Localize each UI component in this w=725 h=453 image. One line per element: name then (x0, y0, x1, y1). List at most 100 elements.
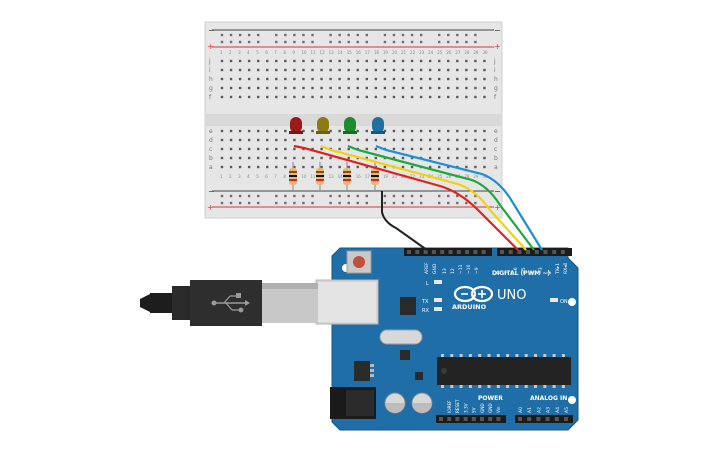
terminal-hole[interactable] (302, 68, 305, 72)
rail-hole[interactable] (238, 201, 242, 205)
header-pin[interactable] (448, 250, 453, 254)
terminal-hole[interactable] (447, 86, 450, 90)
terminal-hole[interactable] (311, 68, 314, 72)
rail-hole[interactable] (456, 201, 459, 205)
usb-cable[interactable] (140, 280, 318, 326)
terminal-hole[interactable] (383, 68, 387, 72)
terminal-hole[interactable] (229, 138, 233, 142)
terminal-hole[interactable] (275, 138, 278, 142)
header-pin[interactable] (415, 250, 420, 254)
rail-hole[interactable] (275, 40, 278, 44)
terminal-hole[interactable] (320, 77, 323, 81)
rail-hole[interactable] (347, 40, 350, 44)
terminal-hole[interactable] (428, 86, 432, 90)
terminal-hole[interactable] (483, 86, 486, 90)
terminal-hole[interactable] (275, 165, 278, 169)
terminal-hole[interactable] (284, 129, 287, 133)
terminal-hole[interactable] (392, 77, 396, 81)
terminal-hole[interactable] (329, 95, 332, 99)
terminal-hole[interactable] (410, 68, 414, 72)
rail-hole[interactable] (465, 33, 468, 37)
terminal-hole[interactable] (374, 59, 378, 63)
terminal-hole[interactable] (401, 68, 405, 72)
rail-hole[interactable] (229, 194, 233, 198)
terminal-hole[interactable] (383, 77, 387, 81)
terminal-hole[interactable] (383, 165, 387, 169)
terminal-hole[interactable] (438, 165, 441, 169)
terminal-hole[interactable] (410, 156, 414, 160)
terminal-hole[interactable] (347, 156, 350, 160)
terminal-hole[interactable] (347, 138, 350, 142)
rail-hole[interactable] (365, 201, 368, 205)
terminal-hole[interactable] (483, 165, 486, 169)
rail-hole[interactable] (275, 194, 278, 198)
terminal-hole[interactable] (410, 138, 414, 142)
terminal-hole[interactable] (447, 68, 450, 72)
rail-hole[interactable] (220, 194, 224, 198)
terminal-hole[interactable] (356, 59, 359, 63)
header-pin[interactable] (517, 250, 522, 254)
rail-hole[interactable] (329, 40, 332, 44)
terminal-hole[interactable] (293, 156, 296, 160)
terminal-hole[interactable] (392, 129, 396, 133)
header-pin[interactable] (564, 417, 568, 421)
terminal-hole[interactable] (229, 129, 233, 133)
terminal-hole[interactable] (428, 77, 432, 81)
terminal-hole[interactable] (311, 138, 314, 142)
terminal-hole[interactable] (365, 86, 368, 90)
resistor-4[interactable] (371, 162, 379, 190)
terminal-hole[interactable] (247, 138, 251, 142)
header-pin[interactable] (545, 417, 550, 421)
terminal-hole[interactable] (220, 156, 224, 160)
terminal-hole[interactable] (474, 95, 477, 99)
terminal-hole[interactable] (456, 147, 459, 151)
terminal-hole[interactable] (419, 95, 423, 99)
terminal-hole[interactable] (311, 77, 314, 81)
rail-hole[interactable] (220, 40, 224, 44)
rail-hole[interactable] (447, 194, 450, 198)
terminal-hole[interactable] (338, 147, 341, 151)
terminal-hole[interactable] (438, 86, 441, 90)
wires[interactable] (293, 144, 543, 251)
terminal-hole[interactable] (347, 165, 350, 169)
terminal-hole[interactable] (483, 68, 486, 72)
resistor-3[interactable] (343, 162, 351, 190)
terminal-hole[interactable] (338, 129, 341, 133)
rail-hole[interactable] (438, 201, 441, 205)
terminal-hole[interactable] (410, 86, 414, 90)
terminal-hole[interactable] (329, 68, 332, 72)
rail-hole[interactable] (401, 40, 405, 44)
terminal-hole[interactable] (238, 59, 242, 63)
terminal-hole[interactable] (447, 147, 450, 151)
terminal-hole[interactable] (338, 86, 341, 90)
terminal-hole[interactable] (238, 138, 242, 142)
rail-hole[interactable] (438, 40, 441, 44)
header-pin[interactable] (534, 250, 539, 254)
terminal-hole[interactable] (428, 68, 432, 72)
terminal-hole[interactable] (465, 165, 468, 169)
terminal-hole[interactable] (338, 95, 341, 99)
rail-hole[interactable] (438, 194, 441, 198)
terminal-hole[interactable] (284, 165, 287, 169)
rail-hole[interactable] (311, 194, 314, 198)
terminal-hole[interactable] (266, 68, 269, 72)
rail-hole[interactable] (392, 33, 396, 37)
terminal-hole[interactable] (374, 68, 378, 72)
terminal-hole[interactable] (401, 129, 405, 133)
terminal-hole[interactable] (247, 77, 251, 81)
rail-hole[interactable] (284, 194, 287, 198)
terminal-hole[interactable] (419, 68, 423, 72)
terminal-hole[interactable] (275, 59, 278, 63)
rail-hole[interactable] (220, 33, 224, 37)
header-pin[interactable] (536, 417, 541, 421)
terminal-hole[interactable] (275, 95, 278, 99)
rail-hole[interactable] (293, 194, 296, 198)
header-pin[interactable] (500, 250, 504, 254)
header-pin[interactable] (518, 417, 522, 421)
terminal-hole[interactable] (474, 156, 477, 160)
rail-hole[interactable] (410, 40, 414, 44)
terminal-hole[interactable] (220, 129, 224, 133)
terminal-hole[interactable] (401, 59, 405, 63)
rail-hole[interactable] (338, 33, 341, 37)
terminal-hole[interactable] (447, 165, 450, 169)
